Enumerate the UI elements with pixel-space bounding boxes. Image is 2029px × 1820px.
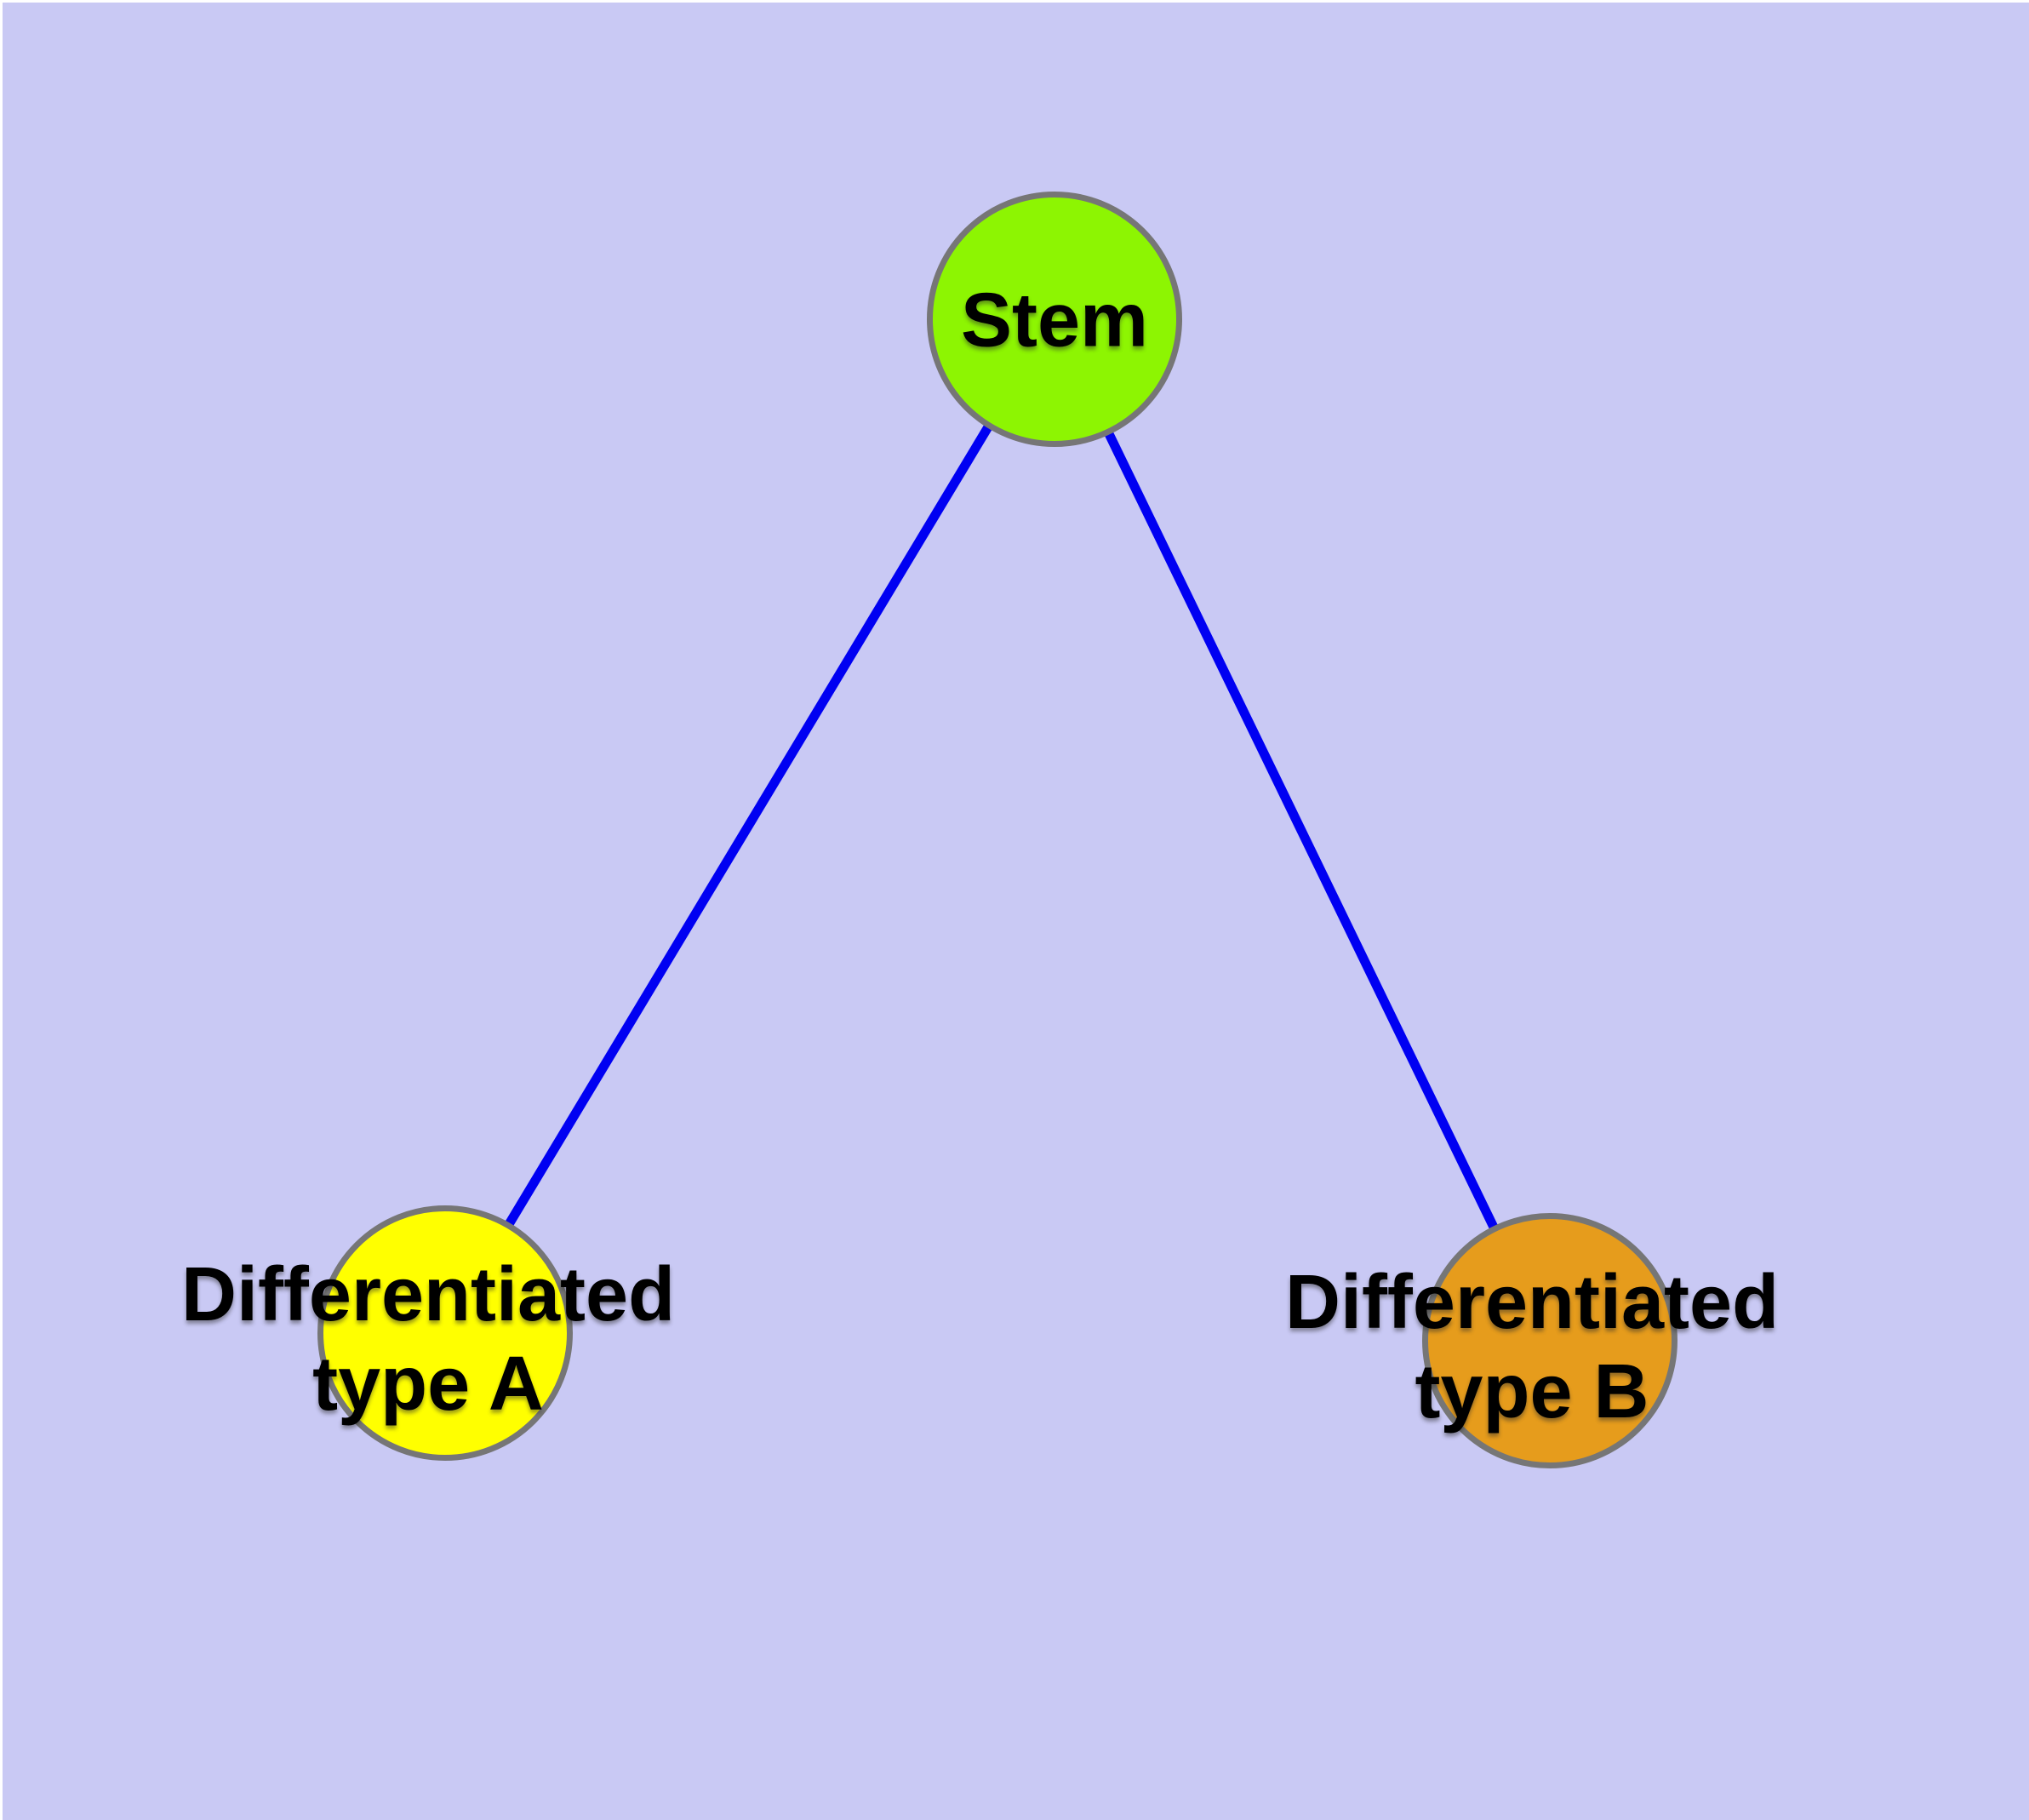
node-label-differentiated-type-b: Differentiated type B xyxy=(1284,1260,1780,1434)
node-stem[interactable] xyxy=(927,192,1182,447)
node-label-stem: Stem xyxy=(960,278,1149,363)
edge-stem-to-type-a xyxy=(440,316,1058,1334)
edge-stem-to-type-b xyxy=(1049,317,1552,1342)
node-label-differentiated-type-a: Differentiated type A xyxy=(180,1252,676,1427)
node-differentiated-type-b[interactable] xyxy=(1422,1213,1677,1468)
node-differentiated-type-a[interactable] xyxy=(317,1205,573,1461)
edges-layer xyxy=(440,316,1552,1342)
